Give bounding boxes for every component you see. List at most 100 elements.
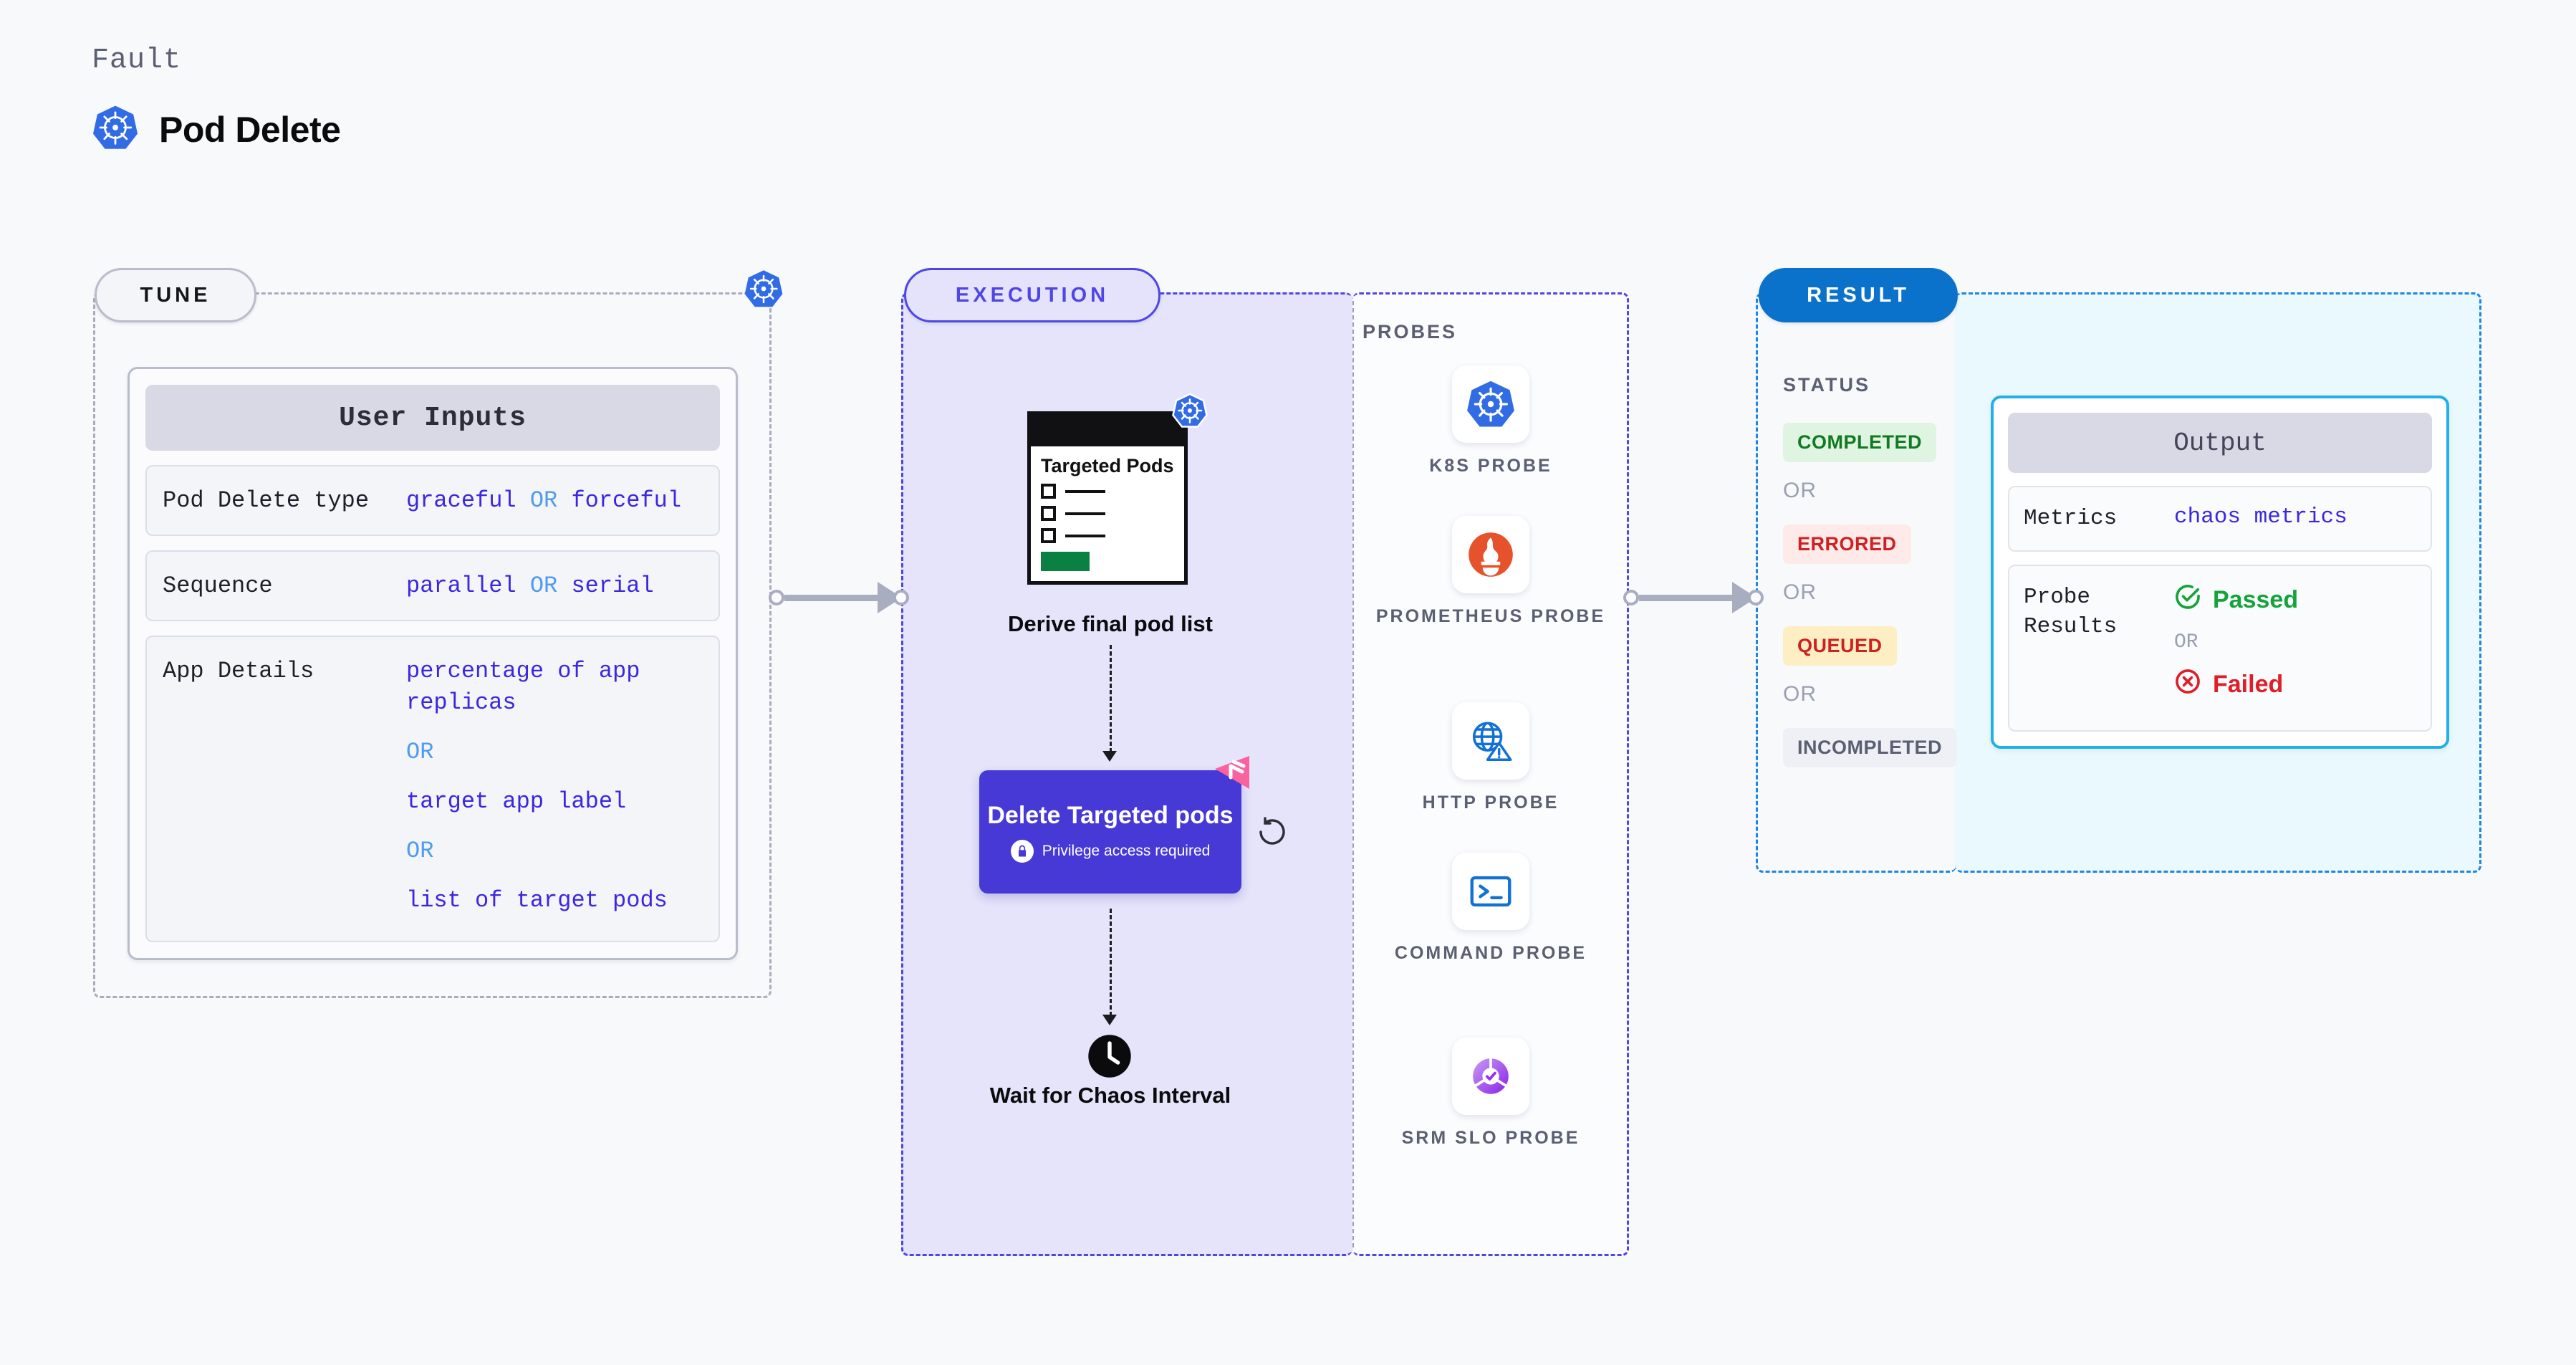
input-key: Sequence	[163, 573, 273, 600]
probe-result-passed: Passed	[2174, 583, 2298, 617]
kubernetes-icon	[1452, 365, 1529, 443]
connector-end-dot	[1748, 590, 1764, 605]
probe-result-label: Passed	[2213, 586, 2299, 614]
probe-item-srm-slo[interactable]: SRM SLO PROBE	[1373, 1038, 1609, 1150]
tune-pill[interactable]: TUNE	[95, 268, 256, 322]
targeted-pods-card[interactable]: Targeted Pods	[1027, 393, 1208, 585]
status-badge-errored: ERRORED	[1783, 525, 1911, 564]
probe-item-command[interactable]: COMMAND PROBE	[1373, 853, 1609, 965]
derive-final-pod-list-label: Derive final pod list	[1008, 611, 1213, 636]
or-separator: OR	[406, 838, 434, 865]
clock-icon	[1087, 1034, 1132, 1082]
checkbox-icon	[1041, 528, 1056, 544]
page-header: Fault Pod Delete	[92, 44, 341, 155]
output-title: Output	[2008, 413, 2432, 473]
retry-loop-icon[interactable]	[1255, 815, 1289, 853]
value-option: parallel	[406, 573, 516, 600]
output-value: chaos metrics	[2174, 504, 2347, 530]
privilege-note-label: Privilege access required	[1042, 843, 1211, 860]
probe-result-label: Failed	[2213, 671, 2284, 699]
x-circle-icon	[2174, 668, 2201, 701]
probe-item-http[interactable]: HTTP PROBE	[1373, 702, 1609, 815]
input-key: Pod Delete type	[163, 487, 370, 514]
value-option: list of target pods	[406, 887, 668, 914]
targeted-pods-title: Targeted Pods	[1041, 455, 1174, 476]
output-value: Passed OR Failed	[2174, 583, 2298, 701]
kubernetes-icon	[744, 269, 784, 312]
status-badge-queued: QUEUED	[1783, 626, 1897, 666]
input-key: App Details	[163, 658, 314, 685]
check-circle-icon	[2174, 583, 2201, 617]
value-option: serial	[571, 573, 654, 600]
checkbox-icon	[1041, 484, 1056, 499]
probe-result-or: OR	[2174, 631, 2198, 654]
probe-label: SRM SLO PROBE	[1401, 1128, 1580, 1148]
status-badge-incompleted: INCOMPLETED	[1783, 728, 1957, 767]
output-row-probe-results[interactable]: Probe Results Passed OR	[2008, 565, 2432, 732]
status-or-separator: OR	[1783, 682, 1817, 706]
input-value: graceful OR forceful	[406, 485, 681, 516]
list-item	[1041, 484, 1174, 499]
flow-arrow-delete-to-wait	[1110, 909, 1112, 1016]
input-row-sequence[interactable]: Sequence parallel OR serial	[145, 550, 720, 622]
list-item	[1041, 528, 1174, 544]
input-row-app-details[interactable]: App Details percentage of app replicas O…	[145, 636, 720, 942]
lock-icon	[1010, 840, 1034, 863]
output-card: Output Metrics chaos metrics Probe Resul…	[1991, 396, 2449, 749]
probes-title: PROBES	[1363, 321, 1458, 343]
connector-line	[1639, 594, 1732, 601]
fault-label: Fault	[92, 44, 182, 77]
status-or-separator: OR	[1783, 479, 1817, 502]
or-separator: OR	[529, 573, 558, 600]
probe-label: K8S PROBE	[1429, 456, 1552, 476]
status-title: STATUS	[1783, 374, 1870, 396]
list-item	[1041, 506, 1174, 522]
probe-item-prometheus[interactable]: PROMETHEUS PROBE	[1373, 516, 1609, 628]
connector-start-dot	[1623, 590, 1639, 605]
status-badge-completed: COMPLETED	[1783, 423, 1937, 462]
connector-start-dot	[769, 590, 784, 605]
arrowhead-icon	[1102, 1015, 1117, 1025]
input-value: percentage of app replicas OR target app…	[406, 656, 668, 916]
result-pill[interactable]: RESULT	[1759, 268, 1958, 322]
user-inputs-title: User Inputs	[145, 385, 720, 451]
status-or-separator: OR	[1783, 580, 1817, 604]
value-option: graceful	[406, 487, 516, 514]
probe-label: PROMETHEUS PROBE	[1375, 606, 1606, 626]
kubernetes-icon	[92, 104, 139, 155]
arrowhead-icon	[1102, 751, 1117, 762]
probe-label: HTTP PROBE	[1422, 792, 1559, 813]
wait-for-chaos-interval-label: Wait for Chaos Interval	[989, 1083, 1231, 1108]
user-inputs-card: User Inputs Pod Delete type graceful OR …	[128, 367, 738, 960]
clipboard-header-bar	[1031, 415, 1184, 446]
connector-execution-to-result	[1623, 582, 1764, 613]
terminal-icon	[1452, 853, 1529, 930]
globe-warning-icon	[1452, 702, 1529, 780]
fault-title-row: Pod Delete	[92, 104, 341, 155]
output-key: Metrics	[2024, 506, 2118, 531]
probe-item-k8s[interactable]: K8S PROBE	[1373, 365, 1609, 478]
input-row-pod-delete-type[interactable]: Pod Delete type graceful OR forceful	[145, 465, 720, 537]
line-placeholder	[1065, 489, 1105, 493]
line-placeholder	[1065, 512, 1105, 515]
probes-divider	[1352, 301, 1354, 1247]
execution-pill[interactable]: EXECUTION	[904, 268, 1160, 322]
or-separator: OR	[406, 738, 434, 765]
output-row-metrics[interactable]: Metrics chaos metrics	[2008, 486, 2432, 552]
delete-node-title: Delete Targeted pods	[987, 801, 1234, 829]
slo-donut-check-icon	[1452, 1038, 1529, 1115]
value-option: percentage of app replicas	[406, 658, 640, 716]
probe-result-failed: Failed	[2174, 668, 2298, 701]
checkbox-icon	[1041, 506, 1056, 522]
kubernetes-icon	[1172, 393, 1208, 432]
probe-label: COMMAND PROBE	[1394, 943, 1587, 963]
output-key: Probe Results	[2024, 585, 2118, 639]
value-option: target app label	[406, 787, 627, 815]
connector-tune-to-execution	[769, 582, 909, 613]
flow-arrow-derive-to-delete	[1110, 645, 1112, 752]
input-value: parallel OR serial	[406, 570, 654, 601]
delete-targeted-pods-node[interactable]: Delete Targeted pods Privilege access re…	[979, 770, 1241, 894]
tune-section-box	[93, 292, 772, 998]
litmus-flag-icon	[1212, 756, 1255, 800]
prometheus-torch-icon	[1452, 516, 1529, 593]
